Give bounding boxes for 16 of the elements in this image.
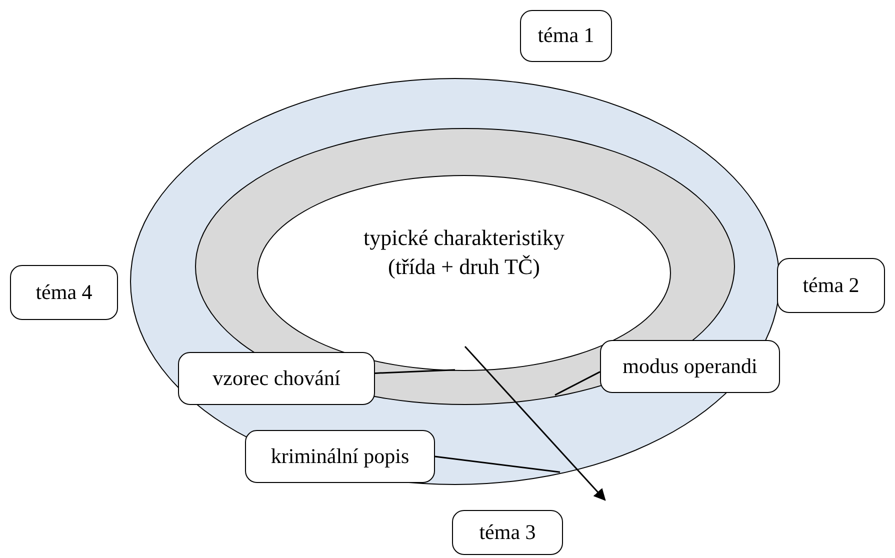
- topic-box: [452, 510, 563, 555]
- box-label: téma 4: [36, 278, 92, 306]
- box-label: téma 3: [479, 518, 536, 546]
- arrow: [464, 346, 606, 501]
- box-label: téma 1: [538, 22, 594, 50]
- topic-box: [520, 10, 612, 62]
- topic-box: [777, 258, 885, 313]
- ellipse-text: typické charakteristiky (třída + druh TČ): [362, 224, 566, 281]
- topic-box: [10, 265, 118, 320]
- box-label: téma 2: [802, 272, 860, 299]
- box-label: modus operandi: [622, 352, 758, 380]
- leader-line: [554, 371, 600, 396]
- box-label: kriminální popis: [270, 442, 410, 470]
- leader-line: [374, 369, 456, 374]
- leader-line: [434, 456, 560, 473]
- box-label: vzorec chování: [212, 364, 340, 392]
